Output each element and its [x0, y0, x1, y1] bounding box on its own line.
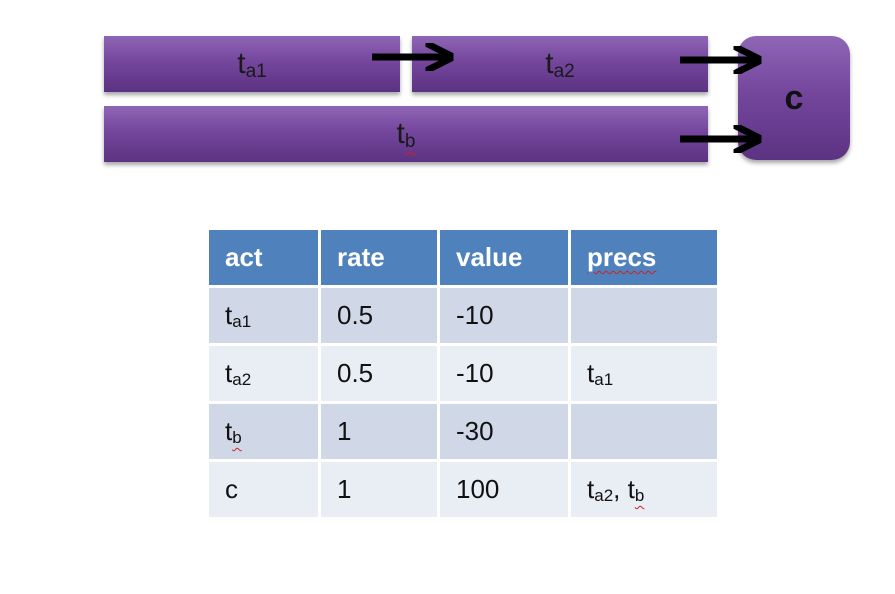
activity-label-tb: tb [396, 117, 416, 152]
header-value: value [440, 230, 568, 285]
activity-bar-tb: tb [104, 106, 708, 162]
cell-rate: 0.5 [321, 288, 437, 343]
cell-rate: 0.5 [321, 346, 437, 401]
cell-value: -10 [440, 346, 568, 401]
cell-value: -30 [440, 404, 568, 459]
cell-precs [571, 288, 717, 343]
cell-act: ta2 [209, 346, 318, 401]
header-act: act [209, 230, 318, 285]
table-row: ta1 0.5 -10 [209, 288, 717, 343]
activity-label-ta2: ta2 [545, 47, 575, 82]
table-row: c 1 100 ta2, tb [209, 462, 717, 517]
activity-bar-ta1: ta1 [104, 36, 400, 92]
cell-precs: ta1 [571, 346, 717, 401]
activity-label-ta1: ta1 [237, 47, 267, 82]
cell-act: ta1 [209, 288, 318, 343]
cell-act: c [209, 462, 318, 517]
activity-table: act rate value precs ta1 0.5 -10 ta2 0.5… [206, 227, 720, 520]
target-node-c: c [738, 36, 850, 160]
cell-act: tb [209, 404, 318, 459]
table-header-row: act rate value precs [209, 230, 717, 285]
table-row: tb 1 -30 [209, 404, 717, 459]
cell-precs [571, 404, 717, 459]
target-node-label: c [784, 78, 804, 117]
cell-rate: 1 [321, 462, 437, 517]
cell-value: 100 [440, 462, 568, 517]
cell-rate: 1 [321, 404, 437, 459]
cell-value: -10 [440, 288, 568, 343]
activity-bar-ta2: ta2 [412, 36, 708, 92]
table-row: ta2 0.5 -10 ta1 [209, 346, 717, 401]
header-precs: precs [571, 230, 717, 285]
cell-precs: ta2, tb [571, 462, 717, 517]
header-rate: rate [321, 230, 437, 285]
